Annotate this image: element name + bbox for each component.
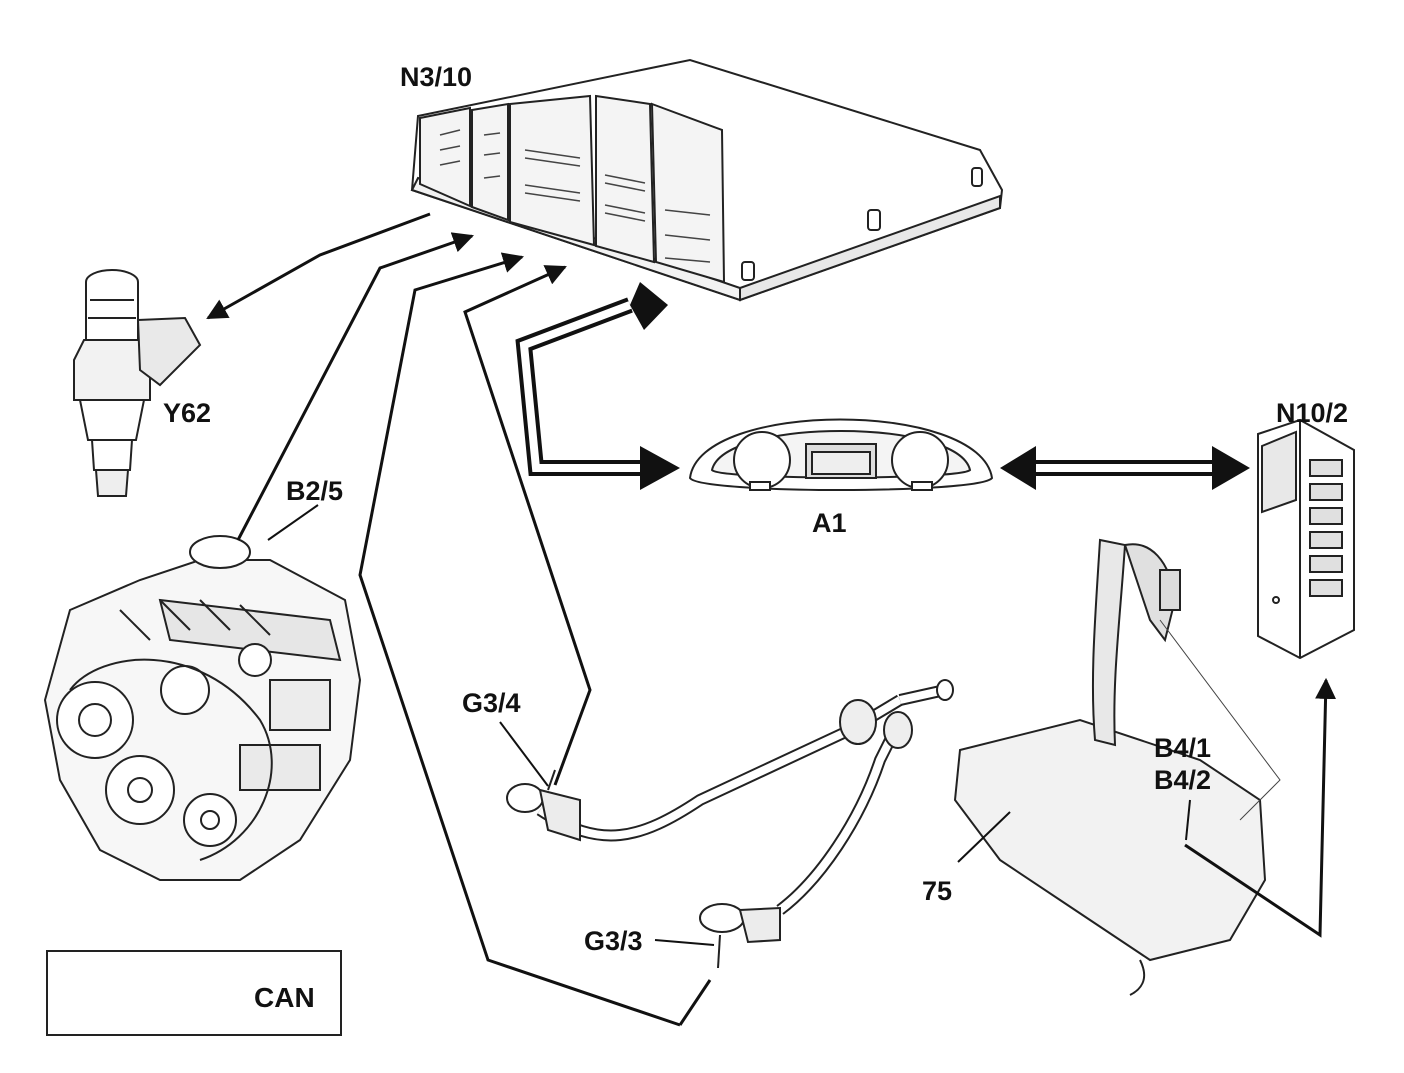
leader-g33 [654,939,715,946]
label-injector: Y62 [163,398,212,428]
line-g34-to-ecu [463,265,592,786]
label-engine-sensor: B2/5 [286,476,344,506]
line-g33-to-ecu [358,257,712,1027]
injector-valve [73,269,202,497]
legend-label: CAN [254,982,315,1013]
label-instrument-cluster: A1 [812,508,847,538]
engine-assembly [43,535,362,881]
line-ecu-to-injector [206,212,431,320]
can-bus-ecu-cluster [515,282,680,490]
instrument-cluster [688,418,994,491]
exhaust-system [506,679,954,969]
fuel-tank [953,538,1281,996]
label-sam-module: N10/2 [1276,398,1349,428]
legend: CAN [46,950,342,1036]
sam-control-module [1257,418,1355,660]
leader-b41 [1185,799,1191,841]
leader-b25 [267,504,319,541]
signal-lines [206,212,1337,1027]
label-o2-sensor-a: G3/4 [462,688,521,718]
can-bus-cluster-n102 [1000,446,1250,490]
leader-g34 [499,721,549,787]
label-o2-sensor-b: G3/3 [584,926,643,956]
label-fuel-tank: 75 [922,876,953,906]
label-fuel-sensor-2: B4/2 [1154,765,1212,795]
label-ecu: N3/10 [400,62,473,92]
label-fuel-sensor-1: B4/1 [1154,733,1212,763]
line-b25-to-ecu [236,232,474,541]
leader-75 [957,811,1011,863]
line-b41-to-n102 [1184,677,1337,938]
ecu-control-unit [410,58,1004,302]
